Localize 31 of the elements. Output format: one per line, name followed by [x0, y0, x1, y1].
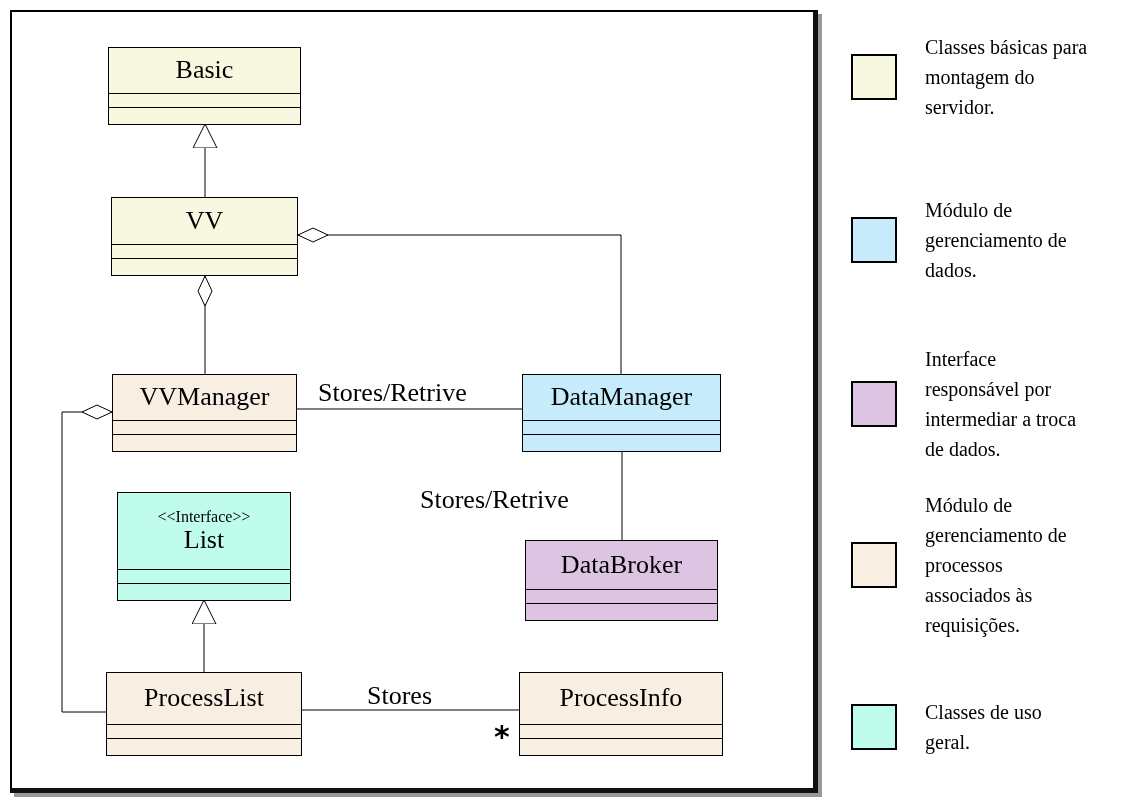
legend-text: Módulo de gerenciamento de processos associados às requisições.	[925, 493, 1068, 639]
legend-text: Classes básicas para montagem do servidor.	[925, 35, 1089, 120]
generalization-arrow	[191, 599, 217, 673]
class-box	[112, 374, 297, 452]
class-box	[111, 197, 298, 276]
class-box	[106, 672, 302, 756]
legend-text: Classes de uso geral.	[925, 700, 1043, 756]
class-name: VV	[185, 206, 224, 236]
class-box	[108, 47, 301, 125]
aggregation-line	[197, 275, 213, 375]
class-box	[519, 672, 723, 756]
class-name: DataManager	[550, 383, 693, 412]
aggregation-line	[297, 227, 622, 375]
association-line	[296, 408, 523, 410]
class-box	[117, 492, 291, 601]
association-line	[301, 709, 520, 711]
class-name: VVManager	[139, 383, 270, 412]
class-box	[525, 540, 718, 621]
class-name: ProcessList	[144, 684, 264, 713]
legend-text: Interface responsável por intermediar a troca de dados.	[925, 347, 1078, 462]
class-name: ProcessInfo	[559, 684, 683, 713]
multiplicity-label: *	[494, 722, 510, 752]
generalization-arrow	[192, 123, 218, 198]
association-line	[621, 451, 623, 541]
class-name: Basic	[175, 56, 234, 85]
class-name: DataBroker	[560, 550, 683, 580]
legend-text: Módulo de gerenciamento de dados.	[925, 198, 1068, 283]
class-name: List	[183, 525, 225, 555]
aggregation-line	[61, 404, 113, 713]
class-box	[522, 374, 721, 452]
stereotype-label: <<Interface>>	[157, 507, 251, 526]
